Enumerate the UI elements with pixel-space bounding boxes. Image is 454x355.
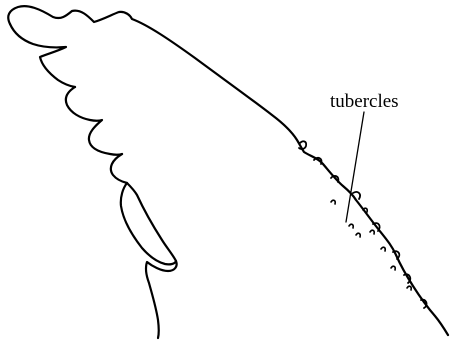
tubercle-mark (349, 224, 353, 228)
outline-lobe-3 (111, 154, 127, 183)
tubercle-mark (381, 247, 385, 251)
tubercle-mark (407, 286, 411, 290)
tubercle-mark (331, 200, 335, 204)
outline-lower-stem (146, 261, 177, 338)
outline-inner-loop (121, 183, 176, 264)
tubercles-label: tubercles (330, 91, 399, 112)
outline-main-curve (8, 6, 448, 335)
outline-lobe-2 (66, 87, 122, 155)
tubercle-mark (356, 233, 360, 237)
outline-lobe-1 (10, 24, 75, 87)
tubercle-mark (370, 230, 374, 234)
tubercle-mark (391, 266, 395, 270)
